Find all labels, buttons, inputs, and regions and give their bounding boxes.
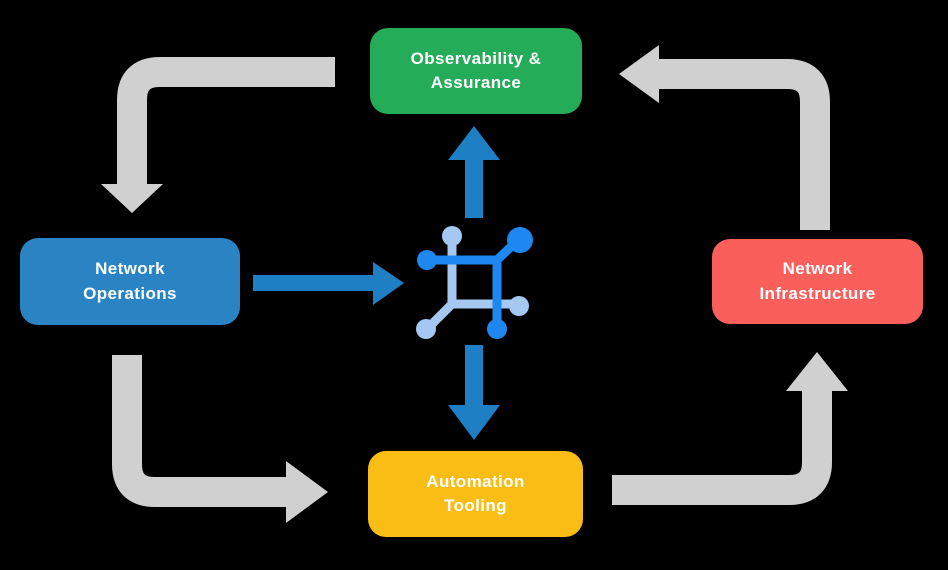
network-hub-icon <box>416 226 533 339</box>
blue-arrow-icon-to-observability-shaft <box>465 158 483 218</box>
node-label-network-infrastructure: Network Infrastructure <box>759 259 876 303</box>
gray-arrowhead-down <box>101 184 163 213</box>
node-label-automation-tooling: Automation Tooling <box>426 471 525 515</box>
blue-arrow-icon-to-observability-head <box>448 126 500 160</box>
gray-arrow-operations-to-automation <box>112 355 288 507</box>
blue-arrow-icon-to-automation-shaft <box>465 345 483 407</box>
node-label-network-operations: Network Operations <box>83 259 177 303</box>
gray-arrow-automation-to-infrastructure <box>612 389 832 505</box>
gray-arrow-infrastructure-to-observability <box>657 59 830 230</box>
network-hub-icon-light-lines <box>425 235 519 331</box>
network-hub-icon-node-top-left <box>442 226 462 246</box>
gray-arrowhead-up <box>786 352 848 391</box>
network-hub-icon-node-left <box>417 250 437 270</box>
blue-arrow-icon-to-automation-head <box>448 405 500 440</box>
node-observability-assurance: Observability & Assurance <box>370 28 582 114</box>
blue-arrow-operations-to-icon-shaft <box>253 275 374 291</box>
network-hub-icon-node-bottom <box>487 319 507 339</box>
network-hub-icon-node-bottom-left <box>416 319 436 339</box>
gray-arrow-observability-to-operations <box>117 57 335 186</box>
network-hub-icon-node-top-right <box>507 227 533 253</box>
node-network-operations: Network Operations <box>20 238 240 325</box>
node-label-observability-assurance: Observability & Assurance <box>410 48 542 92</box>
node-automation-tooling: Automation Tooling <box>368 451 583 537</box>
blue-arrow-operations-to-icon-head <box>373 262 404 305</box>
gray-arrowhead-left <box>619 45 659 103</box>
gray-arrowhead-right <box>286 461 328 523</box>
network-hub-icon-node-right-lower <box>509 296 529 316</box>
node-network-infrastructure: Network Infrastructure <box>712 239 923 324</box>
